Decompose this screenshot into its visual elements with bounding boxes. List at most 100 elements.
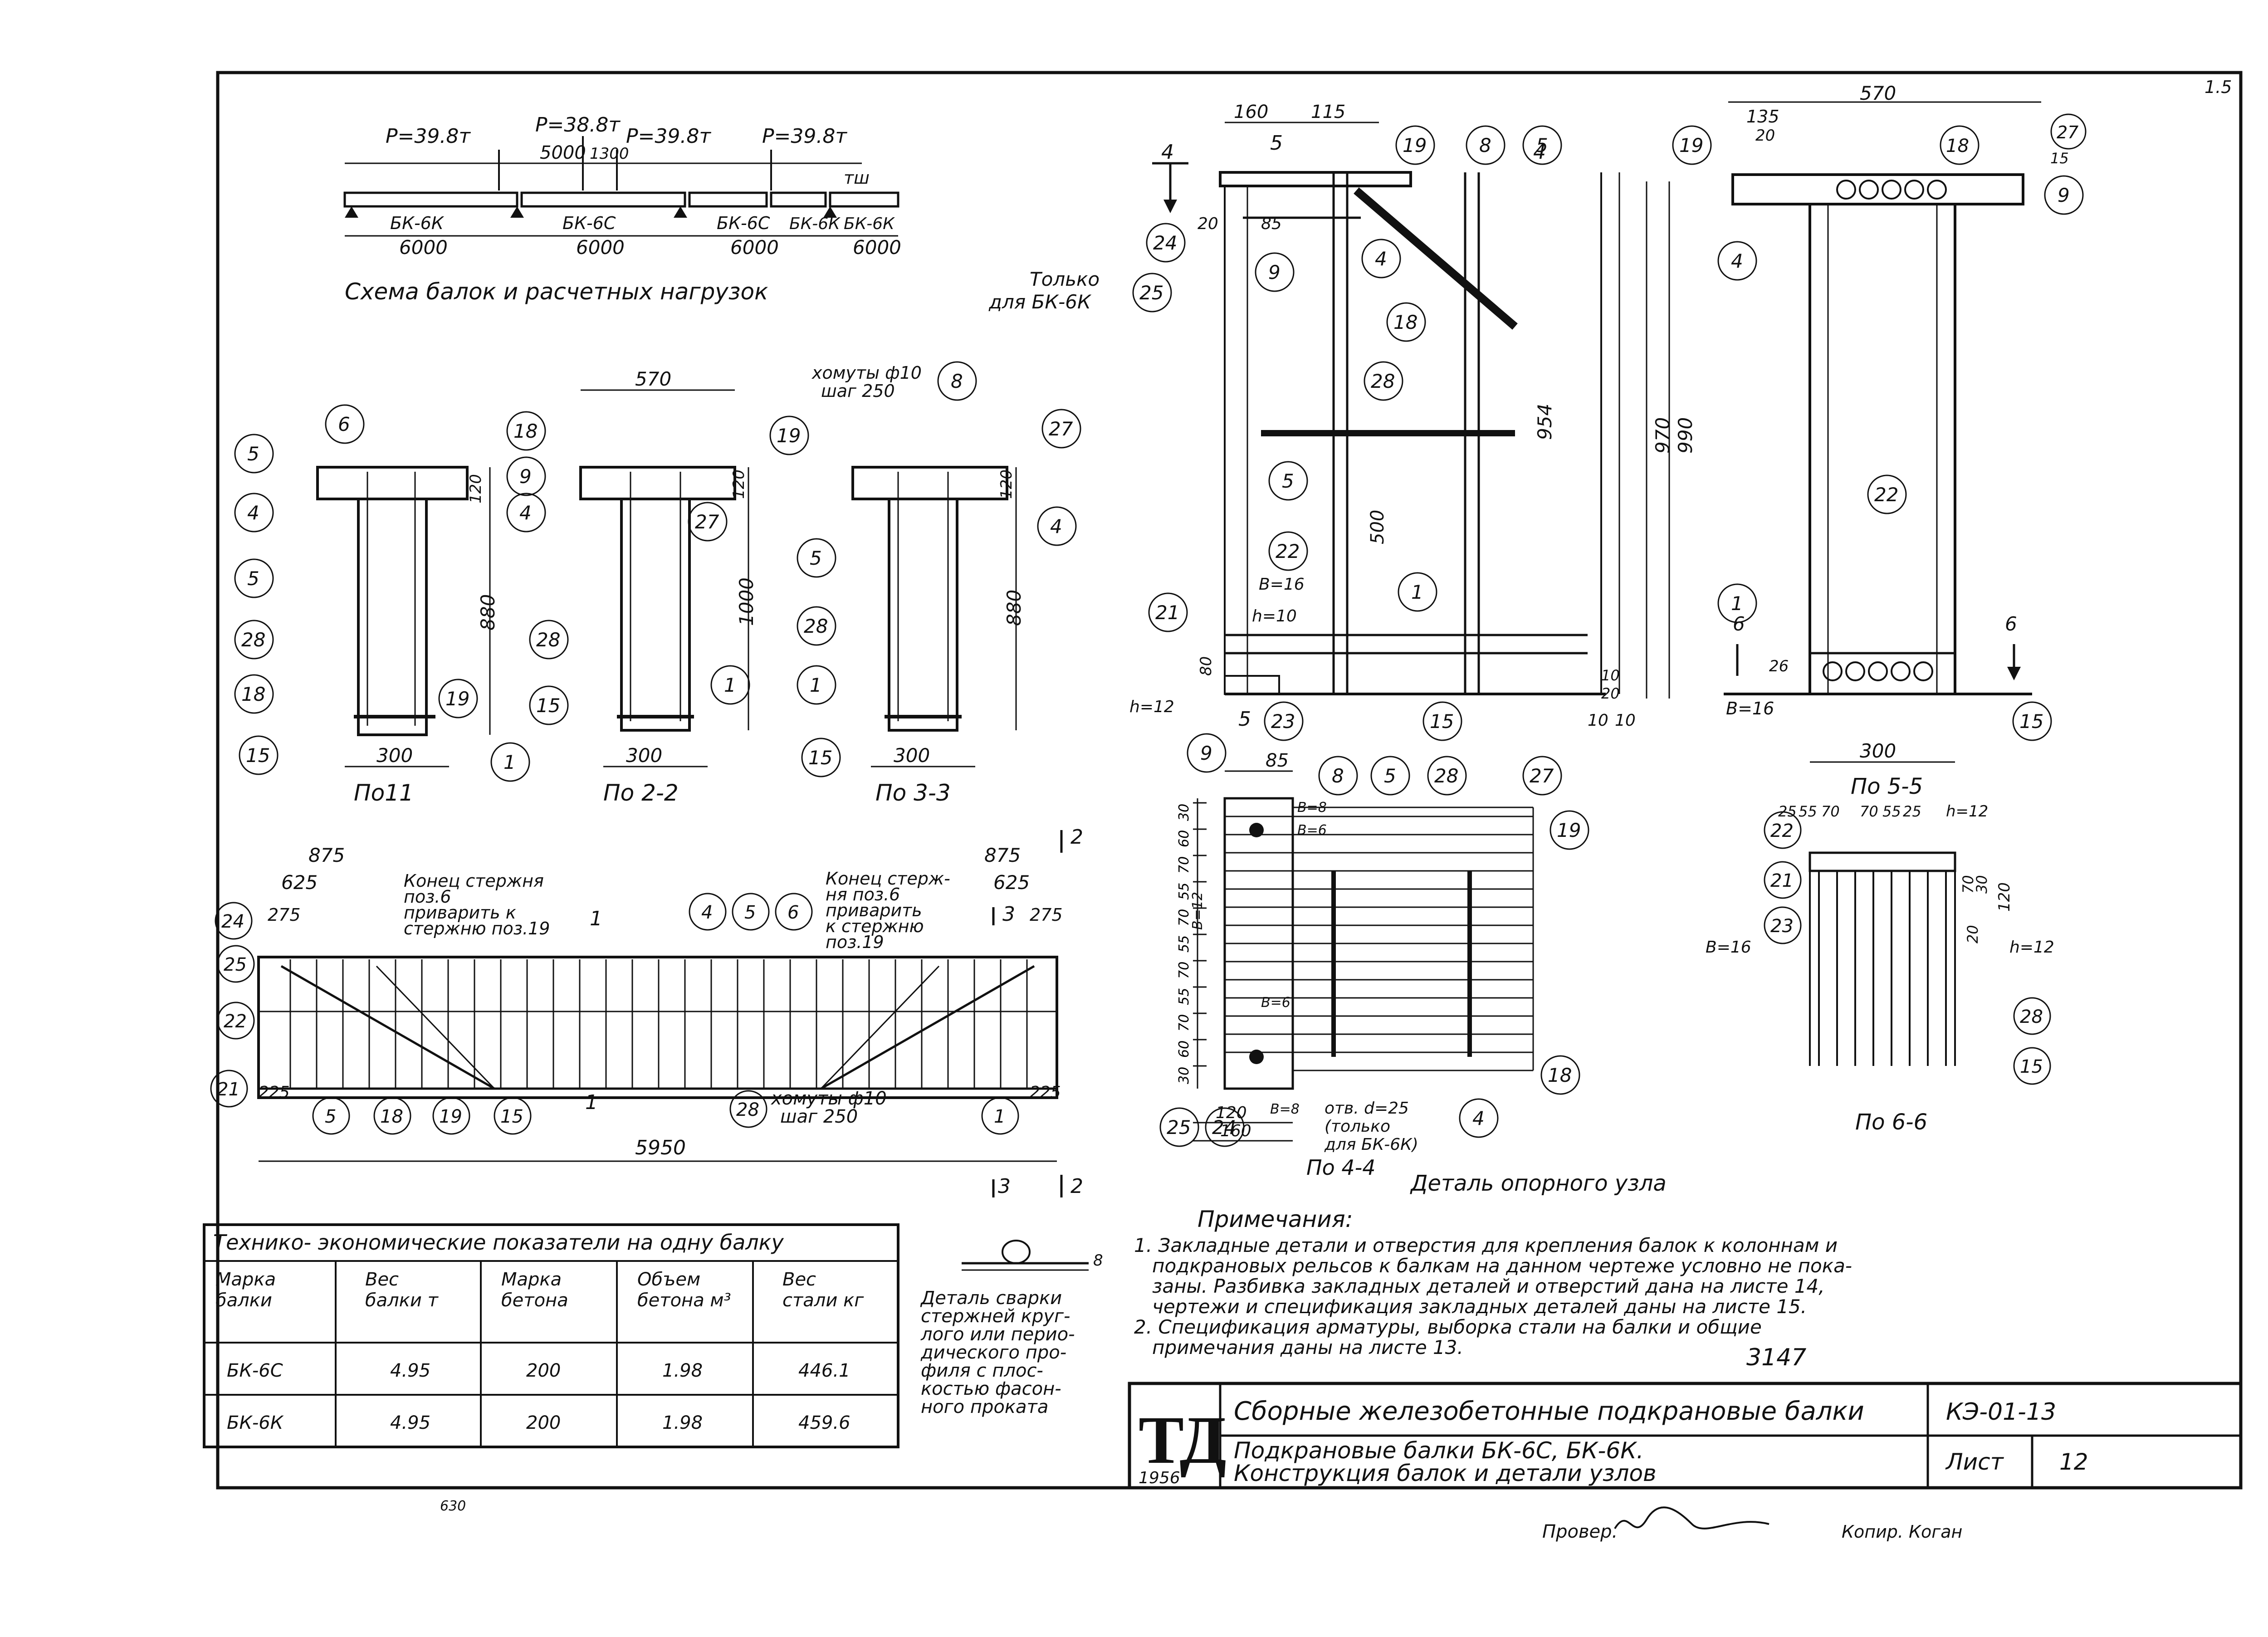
callout-number: 15 xyxy=(500,1106,523,1127)
dim-label: 120 xyxy=(1995,882,2014,912)
dim-label: 70 xyxy=(1860,803,1878,820)
section-mark: 5 xyxy=(1270,132,1283,155)
section-mark: 5 xyxy=(1238,708,1251,731)
dim-label: 20 xyxy=(1755,127,1775,145)
flange-dim: 120 xyxy=(467,474,485,503)
dim-label: 115 xyxy=(1311,102,1345,122)
note-line: для БК-6К xyxy=(988,291,1092,313)
header-cell: Объем бетона м³ xyxy=(637,1269,731,1311)
note-line: чертежи и спецификация закладных деталей… xyxy=(1152,1295,1807,1318)
callout-number: 15 xyxy=(1430,710,1454,733)
callout-number: 18 xyxy=(1548,1064,1572,1086)
note-line: приварить xyxy=(826,900,922,920)
callout-number: 23 xyxy=(1770,916,1794,937)
note-line: Конец стержня xyxy=(404,871,544,891)
section-marks: 1 1 2 2 3 3 xyxy=(585,826,1083,1198)
callout-number: 5 xyxy=(744,902,756,923)
callout-number: 1 xyxy=(1411,581,1423,603)
stirrup-note: хомуты ф10 xyxy=(811,363,922,383)
header-cell: Вес стали кг xyxy=(782,1269,864,1311)
dim-label: 55 xyxy=(1176,988,1192,1005)
dim-label: 30 xyxy=(1973,875,1990,894)
plate-label: h=12 xyxy=(1129,698,1174,716)
detail-title: Деталь опорного узла xyxy=(1410,1171,1667,1196)
callout-number: 4 xyxy=(247,502,259,524)
sheet-number: 12 xyxy=(2059,1449,2088,1475)
section-mark: 3 xyxy=(998,1175,1011,1198)
callout-number: 1 xyxy=(724,674,736,696)
callout-number: 24 xyxy=(1212,1116,1236,1139)
dim-label: 60 xyxy=(1176,1041,1192,1058)
callout-number: 9 xyxy=(1268,261,1281,283)
note-line: приварить к xyxy=(404,903,516,923)
section-4-4: 160 115 954 970 990 500 20 85 80 10 10 1… xyxy=(988,102,1696,741)
notes: Примечания: 1. Закладные детали и отверс… xyxy=(1134,1206,1852,1371)
dim-label: 500 xyxy=(1367,510,1388,544)
dim-label: 60 xyxy=(1176,830,1192,847)
dim-label: 26 xyxy=(1769,657,1789,675)
load-label: P=39.8т xyxy=(626,125,711,148)
width-dim: 300 xyxy=(626,744,662,767)
table-cell: 200 xyxy=(526,1412,561,1433)
stamp-number: 3147 xyxy=(1746,1344,1806,1371)
corner-mark: 1.5 xyxy=(2204,77,2232,97)
sheet-label: Лист xyxy=(1945,1449,2004,1475)
tsh-label: тш xyxy=(844,168,870,188)
callout-number: 5 xyxy=(1536,134,1548,156)
table-title: Технико- экономические показатели на одн… xyxy=(213,1230,784,1255)
callout-number: 4 xyxy=(701,902,713,923)
dim-label: 55 xyxy=(1882,803,1901,820)
plate-label: B=8 xyxy=(1270,1101,1300,1117)
series-code: КЭ-01-13 xyxy=(1946,1398,2056,1426)
callout-bubbles: 9 8 5 28 27 19 18 4 25 24 xyxy=(1159,733,1589,1147)
top-width-dim: 570 xyxy=(635,368,671,390)
notes-heading: Примечания: xyxy=(1198,1206,1353,1232)
dim-label: 275 xyxy=(1030,905,1063,925)
callout-number: 4 xyxy=(1472,1107,1485,1129)
callout-number: 9 xyxy=(2058,184,2070,206)
section-label: По 3-3 xyxy=(875,780,951,806)
callout-number: 8 xyxy=(1332,765,1344,787)
callout-number: 5 xyxy=(810,547,822,569)
note-line: ня поз.6 xyxy=(826,884,900,904)
width-dim: 300 xyxy=(894,744,930,767)
callout-number: 19 xyxy=(1679,134,1703,156)
section-mark: 3 xyxy=(1002,903,1015,926)
callout-bubbles: 27 4 5 28 1 15 xyxy=(797,409,1081,777)
callout-number: 28 xyxy=(804,615,828,637)
callout-number: 18 xyxy=(241,683,265,705)
callout-number: 28 xyxy=(1434,765,1458,787)
dim-label: 70 xyxy=(1176,962,1192,979)
dim-label: 20 xyxy=(1964,925,1981,943)
header-cell: Вес балки т xyxy=(365,1269,438,1311)
callout-number: 28 xyxy=(241,629,265,651)
hole-note: (только xyxy=(1325,1117,1390,1136)
dim-label: 570 xyxy=(1860,82,1896,104)
span-label: 6000 xyxy=(730,236,779,259)
plate-label: B=16 xyxy=(1706,938,1751,957)
callout-number: 1 xyxy=(503,751,516,773)
callout-bubbles: 19 18 27 9 4 22 1 15 xyxy=(1672,113,2087,741)
callout-number: 18 xyxy=(380,1106,403,1127)
height-dim: 880 xyxy=(1003,590,1025,626)
section-label: По 2-2 xyxy=(603,780,679,806)
callout-number: 23 xyxy=(1271,710,1295,733)
weld-text: Деталь сварки xyxy=(920,1288,1062,1309)
note-line: Конец стерж- xyxy=(826,869,950,889)
section-1-1: 880 120 300 По11 6 5 4 5 28 18 19 15 1 xyxy=(234,404,530,806)
weld-text: костью фасон- xyxy=(921,1378,1061,1399)
callout-bubbles: 18 19 9 4 27 28 15 1 xyxy=(506,411,809,725)
note-line: поз.6 xyxy=(404,887,451,907)
stirrup-lines xyxy=(289,959,1028,1089)
callout-number: 5 xyxy=(1282,470,1294,492)
callout-number: 22 xyxy=(1276,540,1300,562)
callout-number: 27 xyxy=(2057,122,2078,142)
callout-number: 15 xyxy=(246,744,270,767)
load-label: P=38.8т xyxy=(535,113,621,137)
bottom-bars xyxy=(1823,661,1933,681)
callout-number: 19 xyxy=(439,1106,462,1127)
top-bars xyxy=(1836,180,1947,200)
section-label: По11 xyxy=(354,780,414,806)
dim-label: 10 xyxy=(1588,711,1608,730)
